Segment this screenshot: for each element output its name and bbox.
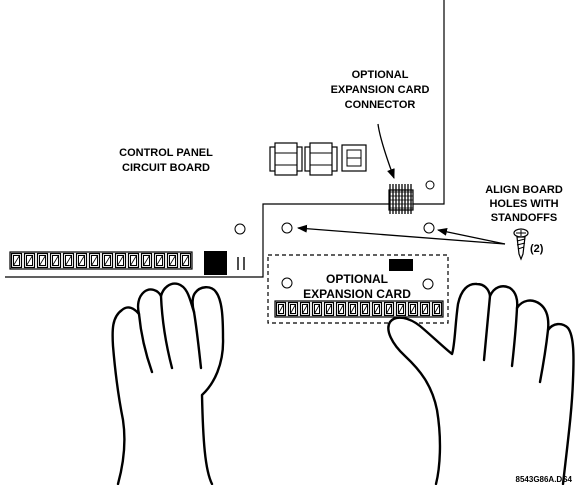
- expansion-card-connector-block: [389, 259, 413, 271]
- connector-label-line-2: EXPANSION CARD: [331, 84, 430, 96]
- terminal-screw: [49, 252, 62, 269]
- terminal-screw: [114, 252, 127, 269]
- terminal-screw: [383, 301, 395, 317]
- align-label-line-3: STANDOFFS: [491, 212, 557, 224]
- terminal-screw: [287, 301, 299, 317]
- board-label-line-2: CIRCUIT BOARD: [122, 162, 210, 174]
- terminal-screw: [127, 252, 140, 269]
- terminal-screw: [10, 252, 23, 269]
- terminal-screw: [395, 301, 407, 317]
- expansion-card-connector: [388, 184, 414, 214]
- terminal-screw: [140, 252, 153, 269]
- screw-count-label: (2): [530, 243, 544, 255]
- left-hand-outline: [111, 282, 225, 485]
- standoff-screw-icon: [513, 228, 529, 261]
- terminal-screw: [75, 252, 88, 269]
- terminal-screw: [407, 301, 419, 317]
- terminal-screw: [323, 301, 335, 317]
- terminal-screw: [153, 252, 166, 269]
- mounting-hole: [234, 223, 246, 235]
- align-label-line-1: ALIGN BOARD: [485, 184, 563, 196]
- board-label-line-1: CONTROL PANEL: [119, 147, 213, 159]
- terminal-screw: [419, 301, 431, 317]
- terminal-screw: [371, 301, 383, 317]
- terminal-screw: [359, 301, 371, 317]
- terminal-screw: [101, 252, 114, 269]
- terminal-screw: [62, 252, 75, 269]
- terminal-screw: [166, 252, 179, 269]
- terminal-screw: [275, 301, 287, 317]
- terminal-screw: [347, 301, 359, 317]
- connector-block: [204, 251, 227, 275]
- figure-code-label: 8543G86A.DS4: [516, 475, 573, 484]
- card-label-line-1: OPTIONAL: [326, 272, 388, 286]
- terminal-screw: [299, 301, 311, 317]
- terminal-screw: [179, 252, 192, 269]
- terminal-screw: [311, 301, 323, 317]
- standoff-hole-left: [281, 222, 293, 234]
- terminal-screw: [88, 252, 101, 269]
- align-arrow-left: [297, 224, 506, 245]
- board-components: [269, 142, 367, 176]
- control-panel-board-outline: [5, 0, 445, 278]
- mounting-hole: [425, 180, 435, 190]
- align-arrow-right: [437, 227, 506, 245]
- fuse-component-1: [269, 142, 303, 176]
- card-hole-left: [281, 277, 293, 289]
- align-label-line-2: HOLES WITH: [489, 198, 558, 210]
- card-label-line-2: EXPANSION CARD: [303, 287, 411, 301]
- fuse-component-2: [304, 142, 338, 176]
- connector-arrow: [377, 123, 395, 179]
- main-terminal-strip: [9, 251, 193, 270]
- terminal-screw: [36, 252, 49, 269]
- card-terminal-strip: [274, 300, 444, 318]
- right-hand-outline: [387, 282, 575, 485]
- terminal-screw: [431, 301, 443, 317]
- terminal-screw: [335, 301, 347, 317]
- standoff-hole-right: [423, 222, 435, 234]
- connector-label-line-1: OPTIONAL: [352, 69, 409, 81]
- connector-label-line-3: CONNECTOR: [345, 99, 416, 111]
- terminal-screw: [23, 252, 36, 269]
- relay-component: [341, 144, 367, 172]
- card-hole-right: [422, 278, 434, 290]
